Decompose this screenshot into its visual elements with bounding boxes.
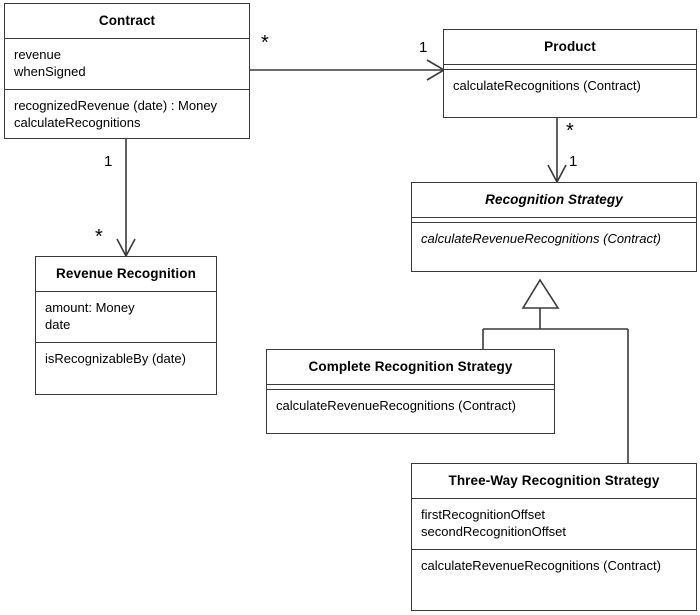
class-name-compartment: Revenue Recognition: [36, 257, 216, 291]
class-name: Complete Recognition Strategy: [308, 359, 513, 374]
class-box-complete-recognition-strategy[interactable]: Complete Recognition Strategy calculateR…: [266, 349, 555, 434]
class-box-three-way-recognition-strategy[interactable]: Three-Way Recognition Strategy firstReco…: [411, 463, 697, 611]
operations-compartment: calculateRevenueRecognitions (Contract): [412, 548, 696, 582]
class-name-compartment: Contract: [5, 4, 249, 38]
attributes-compartment: revenue whenSigned: [5, 38, 249, 89]
attributes-compartment: [412, 217, 696, 222]
class-name: Revenue Recognition: [56, 266, 196, 281]
class-box-revenue-recognition[interactable]: Revenue Recognition amount: Money date i…: [35, 256, 217, 395]
multiplicity-contract-product-source: *: [261, 32, 269, 54]
class-box-contract[interactable]: Contract revenue whenSigned recognizedRe…: [4, 3, 250, 139]
class-name-compartment: Recognition Strategy: [412, 183, 696, 217]
attributes-compartment: [444, 64, 696, 69]
generalization-tree: [482, 278, 629, 463]
operation-item: recognizedRevenue (date) : Money: [14, 97, 218, 113]
multiplicity-contract-revrec-target: *: [95, 226, 103, 248]
operation-item: calculateRecognitions: [14, 114, 141, 130]
operation-item: calculateRecognitions (Contract): [453, 78, 641, 93]
attribute-item: whenSigned: [14, 64, 86, 80]
operation-item: isRecognizableBy (date): [45, 350, 186, 366]
attributes-compartment: amount: Money date: [36, 291, 216, 342]
attribute-item: revenue: [14, 47, 61, 62]
attributes-compartment: [267, 384, 554, 389]
association-contract-revenue-recognition: [116, 139, 136, 258]
attribute-item: date: [45, 317, 71, 333]
multiplicity-product-strategy-target: 1: [569, 153, 578, 170]
multiplicity-contract-product-target: 1: [419, 39, 428, 56]
attribute-item: secondRecognitionOffset: [421, 524, 567, 540]
operation-item: calculateRevenueRecognitions (Contract): [421, 557, 661, 573]
class-name: Contract: [98, 13, 156, 28]
operation-item: calculateRevenueRecognitions (Contract): [421, 231, 661, 246]
operations-compartment: calculateRevenueRecognitions (Contract): [412, 222, 696, 255]
operations-compartment: calculateRecognitions (Contract): [444, 69, 696, 102]
class-box-recognition-strategy[interactable]: Recognition Strategy calculateRevenueRec…: [411, 182, 697, 272]
multiplicity-contract-revrec-source: 1: [104, 153, 113, 170]
operations-compartment: calculateRevenueRecognitions (Contract): [267, 389, 554, 422]
multiplicity-product-strategy-source: *: [566, 120, 574, 142]
class-name: Three-Way Recognition Strategy: [448, 473, 660, 488]
class-name: Recognition Strategy: [485, 192, 623, 207]
association-contract-product: [250, 59, 446, 81]
class-name: Product: [544, 39, 596, 54]
class-name-compartment: Complete Recognition Strategy: [267, 350, 554, 384]
operations-compartment: isRecognizableBy (date): [36, 341, 216, 375]
operations-compartment: recognizedRevenue (date) : Money calcula…: [5, 88, 249, 140]
class-name-compartment: Three-Way Recognition Strategy: [412, 464, 696, 498]
operation-item: calculateRevenueRecognitions (Contract): [276, 398, 516, 413]
attribute-item: amount: Money: [45, 300, 135, 315]
class-name-compartment: Product: [444, 30, 696, 64]
attributes-compartment: firstRecognitionOffset secondRecognition…: [412, 498, 696, 549]
attribute-item: firstRecognitionOffset: [421, 507, 546, 522]
association-product-recognition-strategy: [547, 118, 567, 184]
class-box-product[interactable]: Product calculateRecognitions (Contract): [443, 29, 697, 118]
